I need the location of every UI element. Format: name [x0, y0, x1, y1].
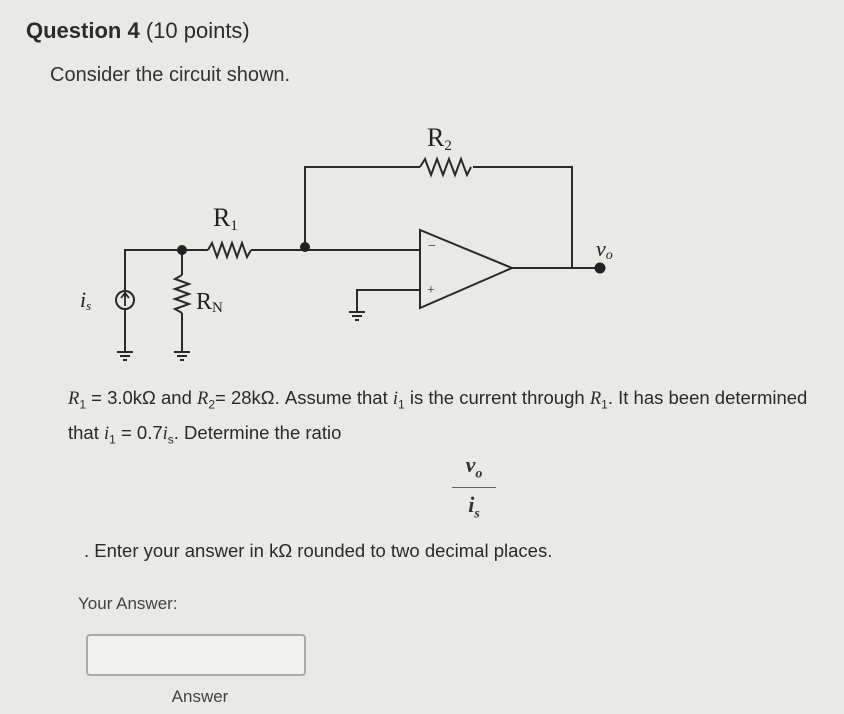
opamp-plus-sign: + — [427, 283, 435, 298]
answer-instruction: . Enter your answer in kΩ rounded to two… — [84, 540, 553, 561]
ratio-fraction: vo is — [452, 452, 496, 523]
resistor-r1-symbol — [207, 240, 252, 260]
node-dot-left — [177, 245, 187, 255]
circuit-diagram: − + R2 R1 RN vo is — [80, 123, 613, 361]
ground-icon-is — [117, 351, 133, 361]
resistor-rn-symbol — [172, 274, 192, 314]
ratio-numerator: vo — [465, 452, 483, 482]
resistor-r2-symbol — [419, 156, 472, 178]
ratio-denominator: is — [468, 492, 480, 522]
feedback-wire-left — [304, 166, 420, 247]
ground-icon-rn — [174, 351, 190, 361]
label-is: is — [80, 287, 91, 313]
fraction-bar — [452, 487, 496, 489]
ground-icon-opamp — [349, 311, 365, 321]
question-title: Question 4 (10 points) — [26, 18, 250, 44]
feedback-wire-right — [473, 166, 573, 268]
label-r2: R2 — [427, 123, 452, 154]
label-rn: RN — [196, 289, 223, 316]
label-vo: vo — [596, 236, 613, 263]
question-points: (10 points) — [145, 18, 250, 43]
plus-input-wire — [356, 289, 420, 312]
problem-statement: R1 = 3.0kΩ and R2= 28kΩ. Assume that i1 … — [68, 387, 808, 447]
question-label: Question 4 — [26, 18, 140, 43]
node-dot-inverting — [300, 242, 310, 252]
node-dot-output — [594, 262, 606, 274]
label-r1: R1 — [213, 203, 238, 234]
opamp-minus-sign: − — [428, 239, 436, 254]
answer-button[interactable]: Answer — [150, 684, 250, 710]
current-source-icon — [115, 290, 135, 310]
node-wire-left — [124, 249, 182, 297]
your-answer-label: Your Answer: — [78, 594, 178, 613]
question-intro: Consider the circuit shown. — [50, 64, 291, 86]
opamp-triangle — [419, 228, 515, 310]
answer-input[interactable] — [86, 634, 306, 676]
